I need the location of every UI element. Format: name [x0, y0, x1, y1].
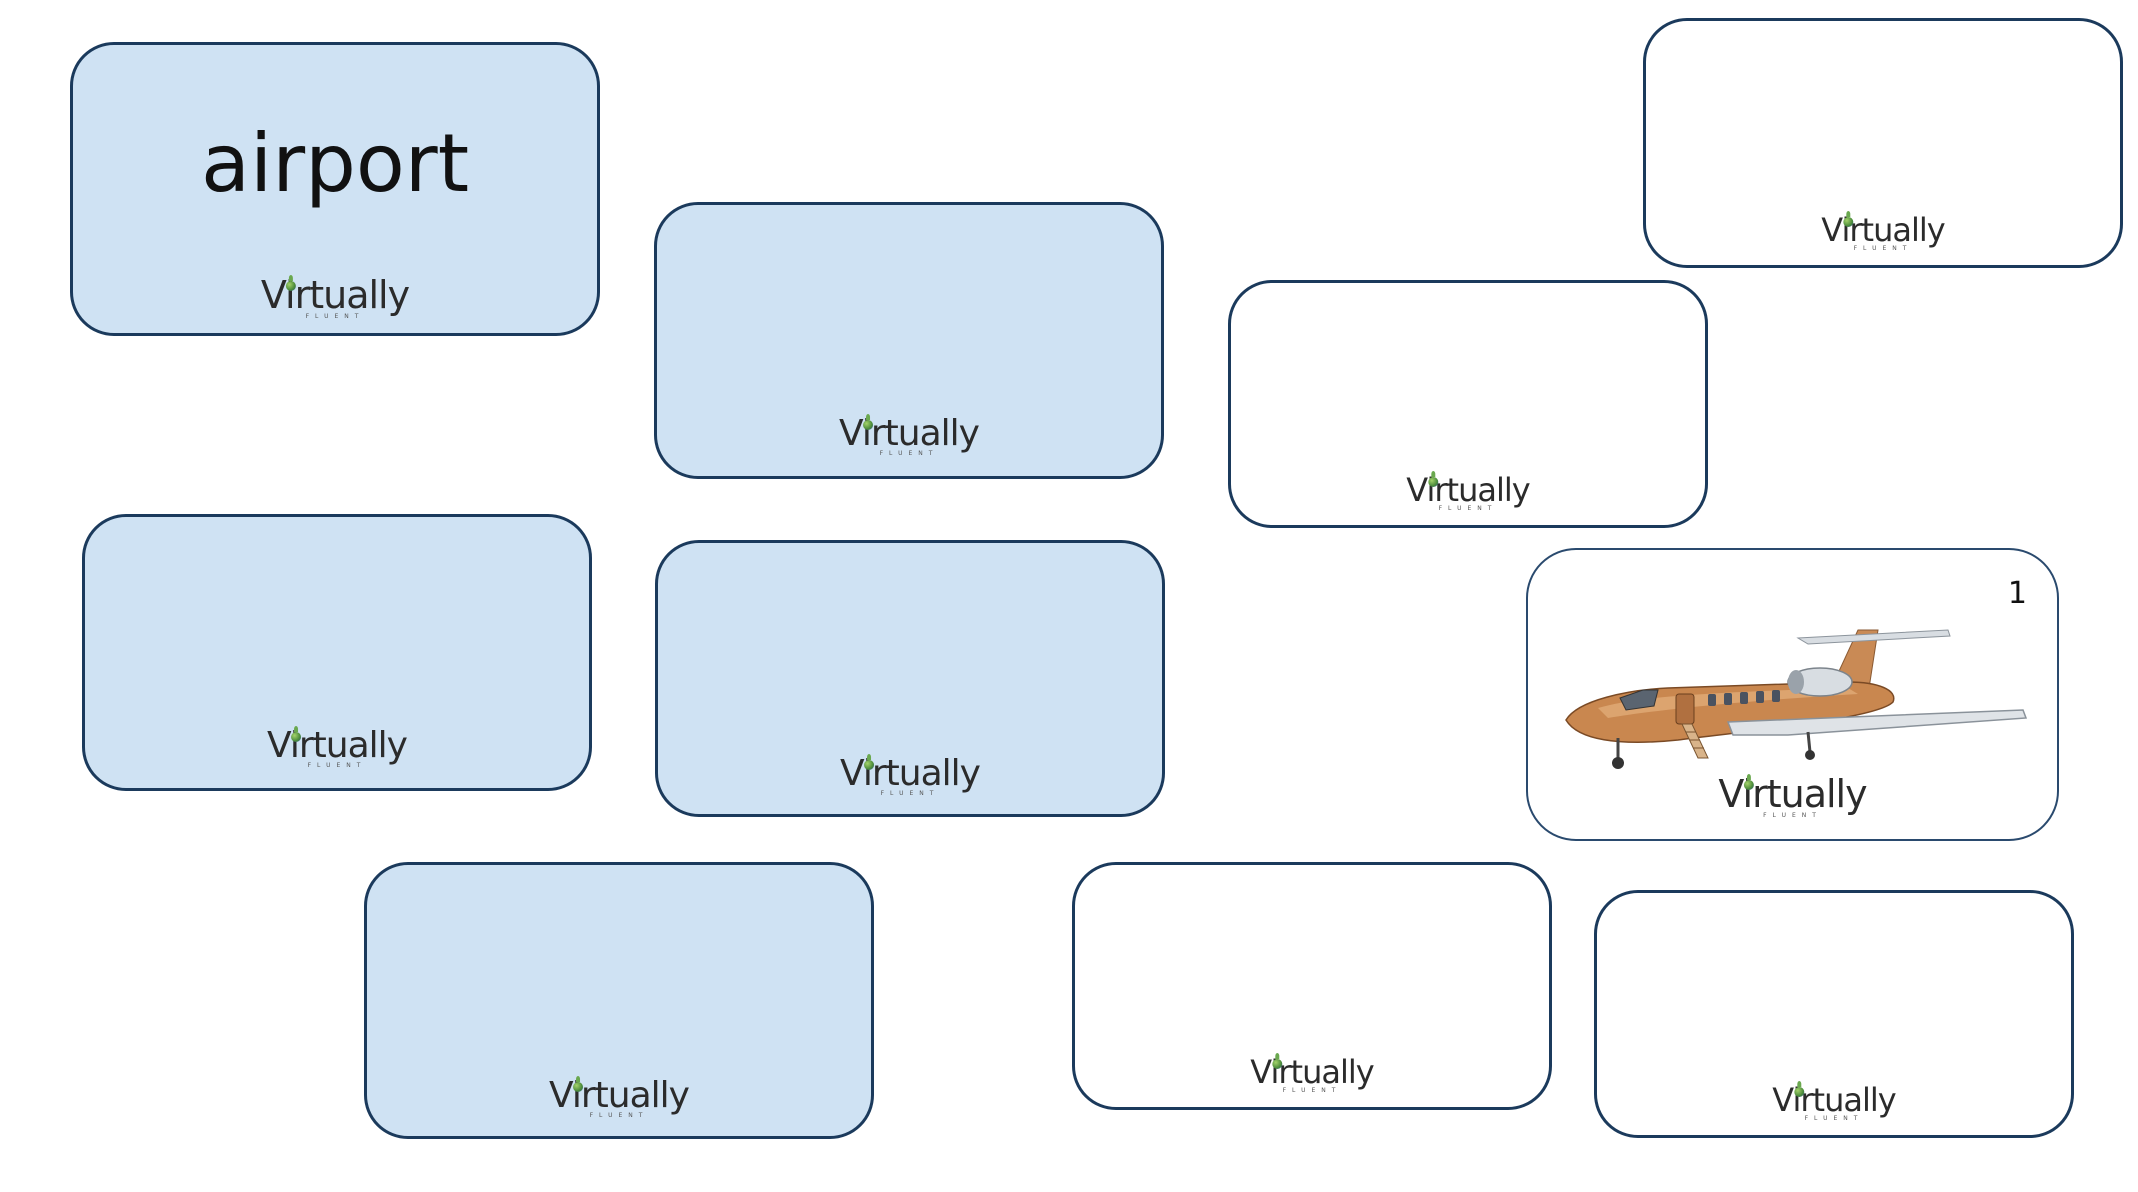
- memory-card[interactable]: Virtually FLUENT: [364, 862, 874, 1139]
- virtually-fluent-logo: Virtually FLUENT: [549, 1075, 690, 1119]
- virtually-fluent-logo: Virtually FLUENT: [1718, 772, 1867, 819]
- word-card-airport[interactable]: airport Virtually FLUENT: [70, 42, 600, 336]
- memory-card[interactable]: Virtually FLUENT: [82, 514, 592, 791]
- memory-card[interactable]: Virtually FLUENT: [1643, 18, 2123, 268]
- virtually-fluent-logo: Virtually FLUENT: [840, 753, 981, 797]
- logo-globe-icon: [863, 414, 874, 430]
- virtually-fluent-logo: Virtually FLUENT: [1821, 211, 1946, 252]
- virtually-fluent-logo: Virtually FLUENT: [839, 413, 980, 457]
- logo-globe-icon: [1843, 211, 1854, 227]
- logo-subtext: FLUENT: [1282, 1087, 1342, 1094]
- logo-text: Virtually: [1718, 772, 1867, 816]
- picture-card-jet[interactable]: 1 Virtually F: [1526, 548, 2059, 841]
- logo-globe-icon: [864, 754, 875, 770]
- logo-globe-icon: [1794, 1081, 1805, 1097]
- logo-subtext: FLUENT: [589, 1112, 649, 1119]
- private-jet-image: [1565, 629, 2028, 769]
- logo-text: Virtually: [549, 1075, 690, 1116]
- logo-globe-icon: [1272, 1053, 1283, 1069]
- logo-subtext: FLUENT: [305, 313, 365, 320]
- virtually-fluent-logo: Virtually FLUENT: [1250, 1053, 1375, 1094]
- logo-globe-icon: [285, 275, 296, 291]
- logo-globe-icon: [1743, 774, 1754, 790]
- logo-text: Virtually: [260, 273, 410, 317]
- logo-text: Virtually: [839, 413, 980, 454]
- logo-text: Virtually: [1821, 211, 1945, 249]
- virtually-fluent-logo: Virtually FLUENT: [1406, 471, 1531, 512]
- logo-text: Virtually: [267, 725, 408, 766]
- logo-text: Virtually: [1250, 1053, 1374, 1091]
- logo-subtext: FLUENT: [1438, 505, 1498, 512]
- logo-subtext: FLUENT: [1853, 245, 1913, 252]
- memory-card[interactable]: Virtually FLUENT: [655, 540, 1165, 817]
- logo-subtext: FLUENT: [879, 450, 939, 457]
- logo-subtext: FLUENT: [1804, 1115, 1864, 1122]
- virtually-fluent-logo: Virtually FLUENT: [260, 273, 410, 320]
- memory-card[interactable]: Virtually FLUENT: [654, 202, 1164, 479]
- logo-subtext: FLUENT: [307, 762, 367, 769]
- memory-card[interactable]: Virtually FLUENT: [1594, 890, 2074, 1138]
- logo-globe-icon: [1428, 471, 1439, 487]
- card-number: 1: [2007, 576, 2027, 611]
- logo-globe-icon: [573, 1076, 584, 1092]
- logo-text: Virtually: [1406, 471, 1530, 509]
- logo-globe-icon: [291, 726, 302, 742]
- logo-text: Virtually: [1772, 1081, 1896, 1119]
- card-word: airport: [200, 117, 470, 210]
- virtually-fluent-logo: Virtually FLUENT: [1772, 1081, 1897, 1122]
- logo-subtext: FLUENT: [880, 790, 940, 797]
- virtually-fluent-logo: Virtually FLUENT: [267, 725, 408, 769]
- memory-card[interactable]: Virtually FLUENT: [1228, 280, 1708, 528]
- logo-text: Virtually: [840, 753, 981, 794]
- memory-card[interactable]: Virtually FLUENT: [1072, 862, 1552, 1110]
- logo-subtext: FLUENT: [1763, 812, 1822, 819]
